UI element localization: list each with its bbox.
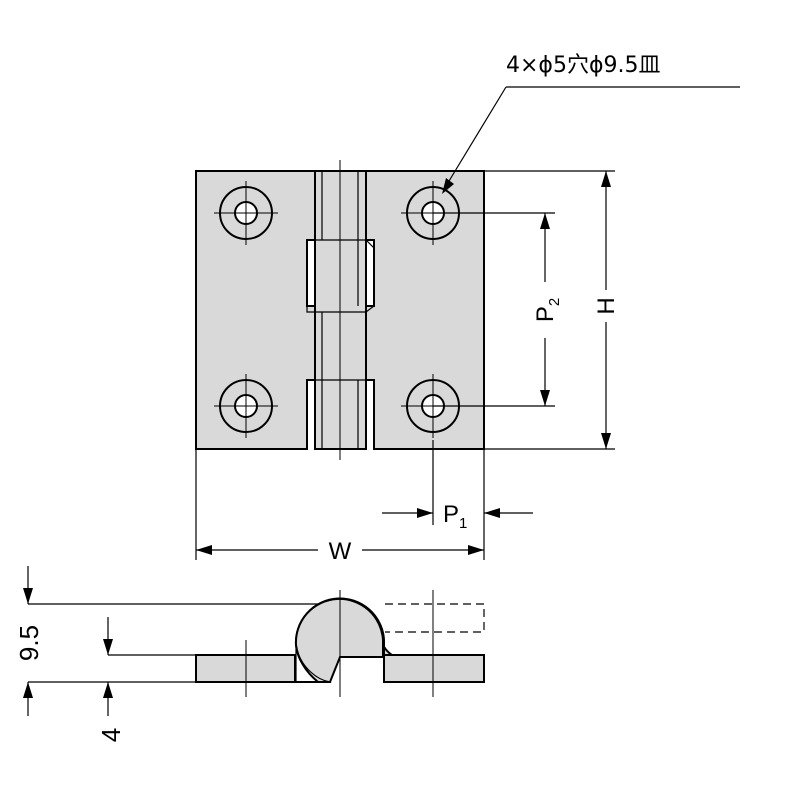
dimension-height: H bbox=[484, 170, 620, 450]
dimension-w-label: W bbox=[329, 538, 352, 565]
dimension-width: W bbox=[195, 449, 484, 565]
side-view: 9.5 4 bbox=[14, 566, 485, 742]
front-view bbox=[195, 160, 485, 460]
dimension-p2-letter: P bbox=[532, 306, 559, 322]
side-right-leaf bbox=[383, 654, 485, 683]
dimension-p1-letter: P bbox=[443, 501, 459, 528]
dimension-h-label: H bbox=[593, 297, 620, 314]
hole-spec-callout: 4×ϕ5穴ϕ9.5皿 bbox=[442, 53, 740, 194]
callout-arrowhead bbox=[442, 178, 454, 194]
dimension-p2-subscript: 2 bbox=[546, 298, 563, 306]
dimension-pitch-vertical: P2 bbox=[433, 212, 563, 407]
dimension-pitch-horizontal: P1 bbox=[382, 440, 533, 560]
side-hidden-leaf bbox=[385, 603, 485, 633]
hole-top-left bbox=[214, 181, 278, 245]
dimension-thickness-leaf: 4 bbox=[96, 728, 126, 742]
svg-text:P1: P1 bbox=[443, 501, 467, 532]
callout-leader bbox=[445, 86, 507, 187]
hole-bottom-left bbox=[214, 374, 278, 438]
svg-text:P2: P2 bbox=[532, 298, 563, 322]
hole-spec-text: 4×ϕ5穴ϕ9.5皿 bbox=[506, 53, 660, 78]
dimension-p1-subscript: 1 bbox=[459, 515, 467, 532]
dimension-thickness-total: 9.5 bbox=[14, 625, 44, 661]
